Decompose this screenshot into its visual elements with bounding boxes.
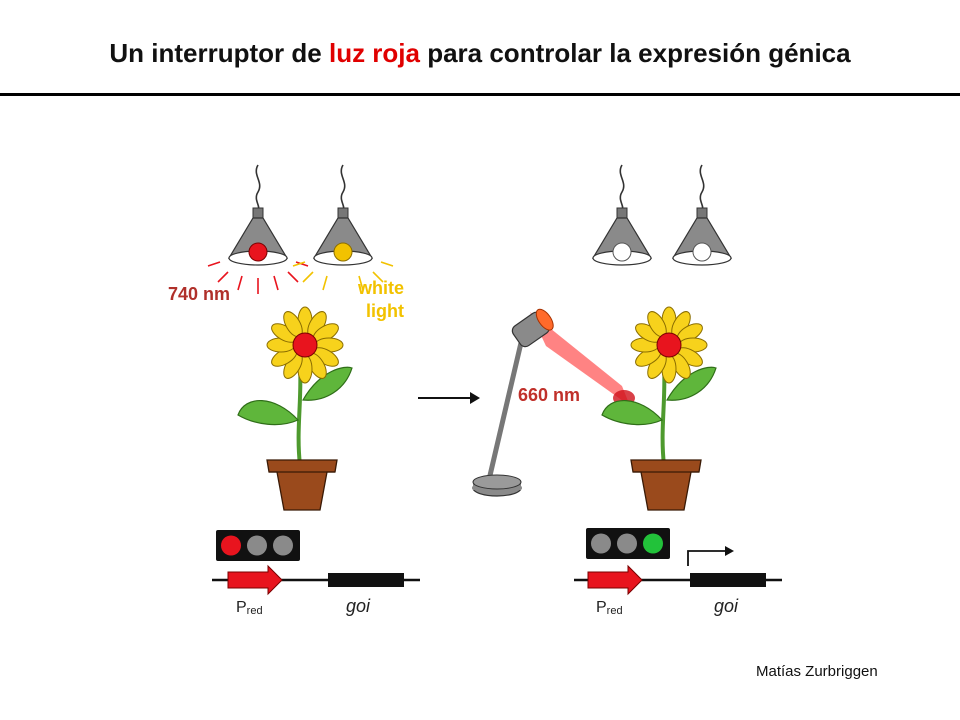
title-part-1: Un interruptor de bbox=[109, 38, 329, 68]
promoter-label-main: P bbox=[596, 599, 607, 616]
lamp-off-left-icon bbox=[592, 164, 652, 266]
traffic-light-red-icon bbox=[216, 530, 300, 561]
traffic-light-green-icon bbox=[586, 528, 670, 559]
label-light: light bbox=[366, 301, 404, 321]
gene-label: goi bbox=[346, 596, 371, 616]
gene-block bbox=[328, 573, 404, 587]
promoter-label-main: P bbox=[236, 599, 247, 616]
gene-block bbox=[690, 573, 766, 587]
transition-arrow-icon bbox=[418, 392, 480, 404]
gene-construct-right: Pred goi bbox=[574, 546, 782, 617]
desk-lamp-icon bbox=[472, 308, 635, 497]
title-highlight: luz roja bbox=[328, 38, 420, 68]
promoter-label: Pred bbox=[236, 599, 263, 617]
lamp-red-icon bbox=[207, 164, 309, 294]
promoter-arrow-icon bbox=[227, 564, 283, 596]
gene-label: goi bbox=[714, 596, 739, 616]
right-panel: Pred goi bbox=[574, 164, 782, 617]
gene-construct-left: Pred goi bbox=[212, 564, 420, 617]
title-divider bbox=[0, 93, 960, 96]
lamp-off-right-icon bbox=[672, 164, 732, 266]
label-660nm: 660 nm bbox=[518, 385, 580, 405]
label-740nm: 740 nm bbox=[168, 284, 230, 304]
plant-right-icon bbox=[602, 307, 716, 510]
plant-left-icon bbox=[238, 307, 352, 510]
red-beam bbox=[530, 312, 630, 406]
title-part-2: para controlar la expresión génica bbox=[419, 38, 851, 68]
transcription-start-arrow-icon bbox=[687, 550, 728, 566]
promoter-label: Pred bbox=[596, 599, 623, 617]
author-credit: Matías Zurbriggen bbox=[756, 663, 878, 680]
page-title: Un interruptor de luz roja para controla… bbox=[0, 38, 960, 69]
promoter-arrow-icon bbox=[587, 564, 643, 596]
promoter-label-sub: red bbox=[607, 605, 623, 617]
promoter-label-sub: red bbox=[247, 605, 263, 617]
left-panel: 740 nm white light Pred goi bbox=[168, 164, 420, 617]
label-white: white bbox=[357, 278, 404, 298]
lamp-white-icon bbox=[292, 164, 394, 291]
